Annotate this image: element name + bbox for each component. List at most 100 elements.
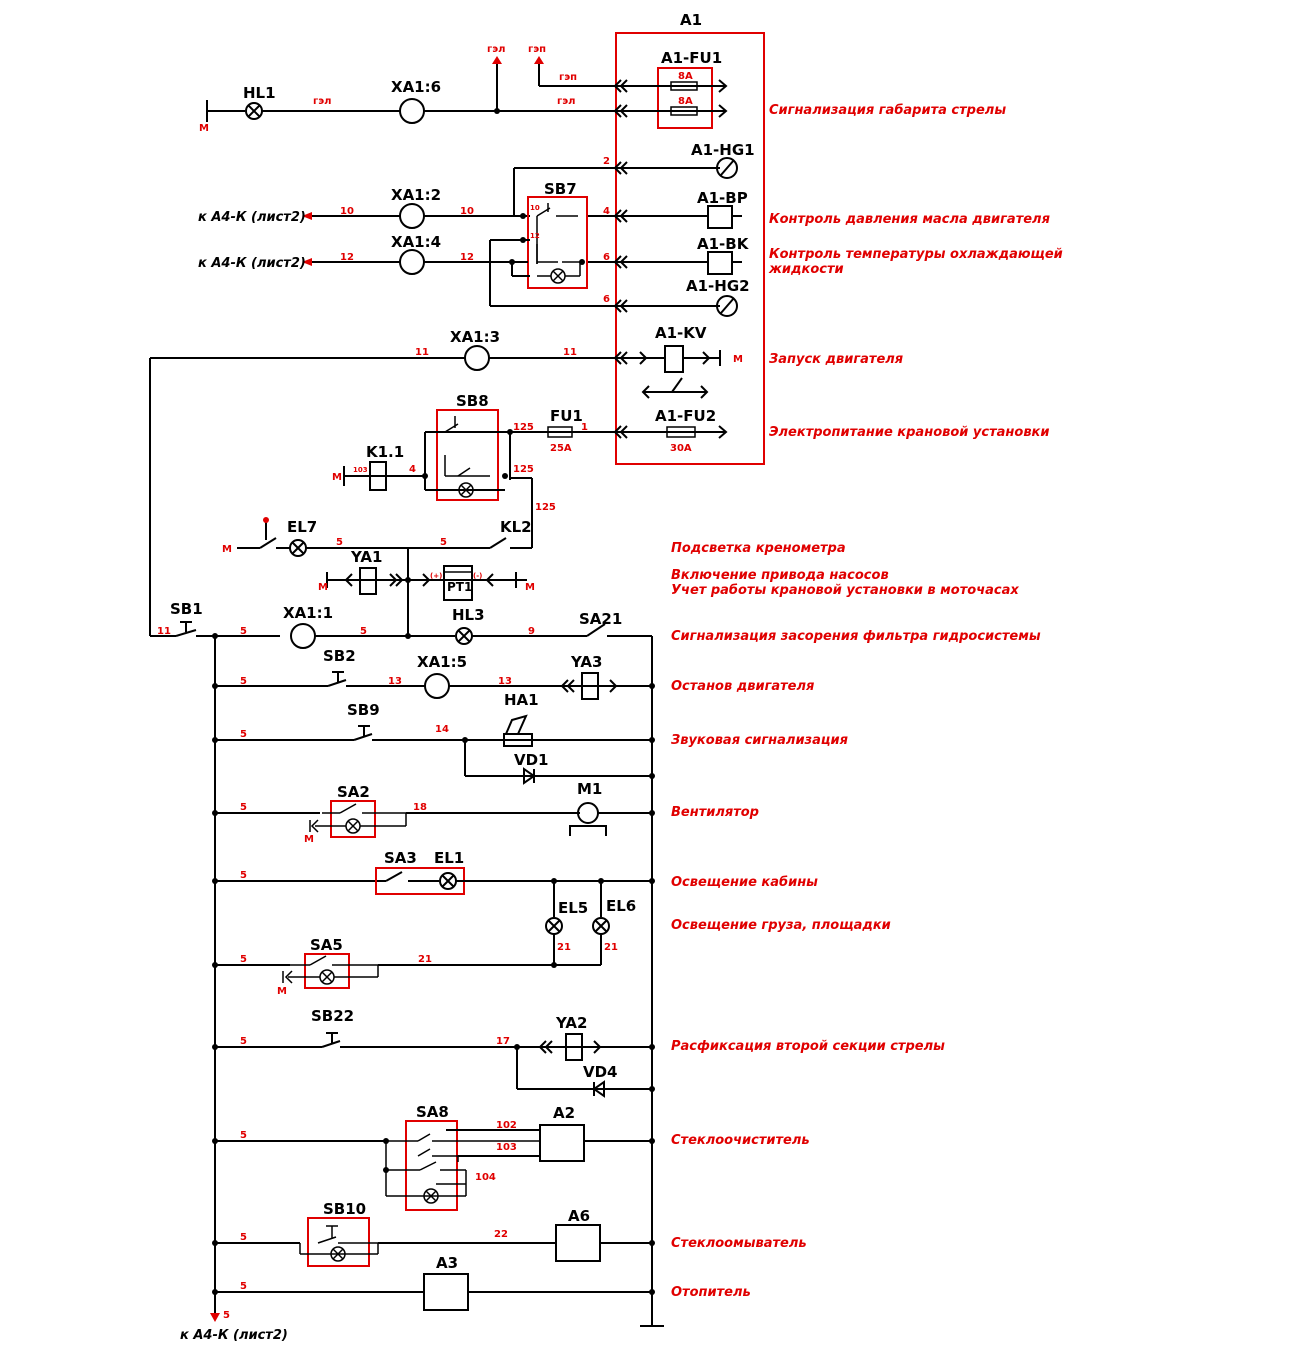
sb10-frame [307, 1217, 370, 1267]
wire-103-label: 103 [496, 1142, 517, 1153]
wire-2-label: 2 [603, 156, 610, 167]
wire-5-bus-1: 5 [240, 626, 247, 637]
wire-5-bus-2: 5 [360, 626, 367, 637]
sa2-frame [330, 800, 376, 838]
wire-gep-label-1: гэп [528, 44, 546, 55]
wire-5-a3: 5 [240, 1281, 247, 1292]
vd4-label: VD4 [583, 1063, 618, 1081]
pt1-minus: (-) [473, 572, 482, 580]
sb7-pin-1: 10 [530, 204, 540, 212]
a3-label: A3 [436, 1254, 458, 1272]
wire-125-label-2: 125 [513, 464, 534, 475]
pt1-plus: (+) [430, 572, 442, 580]
hl1-ground-label: M [199, 123, 209, 134]
wire-5-sa8: 5 [240, 1130, 247, 1141]
sa2-ground: M [304, 834, 314, 845]
function-wiper: Стеклоочиститель [671, 1133, 810, 1148]
wire-14-label: 14 [435, 724, 449, 735]
sb8-frame [436, 409, 499, 501]
wire-gel-label-3: гэл [557, 96, 575, 107]
wire-gel-label-1: гэл [313, 96, 331, 107]
a1-bk-label: A1-BK [697, 235, 750, 253]
el6-label: EL6 [606, 897, 636, 915]
function-engine-stop: Останов двигателя [671, 679, 814, 694]
wire-5-kl2: 5 [440, 537, 447, 548]
ha1-label: HA1 [504, 691, 539, 709]
wire-5-sa2: 5 [240, 802, 247, 813]
wire-1-label: 1 [581, 422, 588, 433]
m1-label: M1 [577, 780, 602, 798]
sb2-label: SB2 [323, 647, 356, 665]
sa5-frame [304, 953, 350, 989]
wire-5-el7: 5 [336, 537, 343, 548]
a1-bp-label: A1-BP [697, 189, 748, 207]
wire-gel-label-2: гэл [487, 44, 505, 55]
a2-label: A2 [553, 1104, 575, 1122]
xa1-3-label: XA1:3 [450, 328, 500, 346]
a1-fu2-rating: 30A [670, 443, 692, 454]
sa21-label: SA21 [579, 610, 622, 628]
el1-label: EL1 [434, 849, 464, 867]
pt1-label: PT1 [447, 580, 472, 594]
wire-10-label-1: 10 [340, 206, 354, 217]
sa3-label: SA3 [384, 849, 417, 867]
a1-kv-ground: M [733, 354, 743, 365]
wire-12-label-1: 12 [340, 252, 354, 263]
wire-11-label-1: 11 [415, 347, 429, 358]
wire-5-sa5: 5 [240, 954, 247, 965]
function-load-light: Освещение груза, площадки [671, 918, 891, 933]
xa1-5-connector [424, 673, 450, 699]
wire-13-label-1: 13 [388, 676, 402, 687]
function-sound-alarm: Звуковая сигнализация [671, 733, 848, 748]
function-crane-power: Электропитание крановой установки [769, 425, 1049, 440]
wire-17-label: 17 [496, 1036, 510, 1047]
ya1-label: YA1 [350, 548, 382, 566]
wire-11-sb1: 11 [157, 626, 171, 637]
wire-5-sb9: 5 [240, 729, 247, 740]
a1-hg2-label: A1-HG2 [686, 277, 750, 295]
wire-21-label: 21 [418, 954, 432, 965]
wire-5-sb10: 5 [240, 1232, 247, 1243]
function-pump-drive: Включение привода насосов [671, 568, 889, 583]
wire-125-label-1: 125 [513, 422, 534, 433]
wire-12-label-2: 12 [460, 252, 474, 263]
k1-1-ground: M [332, 472, 342, 483]
hl3-lamp-symbol [455, 627, 473, 645]
a1-hg1-label: A1-HG1 [691, 141, 755, 159]
function-boom-clearance: Сигнализация габарита стрелы [769, 103, 1006, 118]
wire-5-sb22: 5 [240, 1036, 247, 1047]
xa1-6-label: XA1:6 [391, 78, 441, 96]
xa1-5-label: XA1:5 [417, 653, 467, 671]
block-a1-title: A1 [680, 11, 702, 29]
function-fan: Вентилятор [671, 805, 759, 820]
fu1-rating: 25A [550, 443, 572, 454]
function-washer: Стеклоомыватель [671, 1236, 807, 1251]
wire-5-sa3: 5 [240, 870, 247, 881]
el7-label: EL7 [287, 518, 317, 536]
el7-lamp-symbol [289, 539, 307, 557]
function-cabin-light: Освещение кабины [671, 875, 818, 890]
sa8-frame [405, 1120, 458, 1211]
vd1-label: VD1 [514, 751, 549, 769]
sa5-ground: M [277, 986, 287, 997]
function-engine-start: Запуск двигателя [769, 352, 903, 367]
ya1-ground: M [318, 582, 328, 593]
pt1-ground: M [525, 582, 535, 593]
xa1-2-label: XA1:2 [391, 186, 441, 204]
wire-22-label: 22 [494, 1229, 508, 1240]
wire-6-label-2: 6 [603, 294, 610, 305]
sb1-label: SB1 [170, 600, 203, 618]
hl3-label: HL3 [452, 606, 485, 624]
wire-5-bottom: 5 [223, 1310, 230, 1321]
k1-1-pin-103: 103 [353, 466, 368, 474]
fu1-rating-a: 8A [678, 71, 693, 82]
el7-ground: M [222, 544, 232, 555]
sb7-pin-2: 12 [530, 232, 540, 240]
function-hour-meter: Учет работы крановой установки в моточас… [671, 583, 1019, 598]
wire-6-label-1: 6 [603, 252, 610, 263]
a1-fu1-label: A1-FU1 [661, 49, 722, 67]
wire-18-label: 18 [413, 802, 427, 813]
external-a4k-3: к А4-К (лист2) [180, 1328, 288, 1343]
el6-lamp-symbol [592, 917, 610, 935]
k1-1-wire-4: 4 [409, 464, 416, 475]
